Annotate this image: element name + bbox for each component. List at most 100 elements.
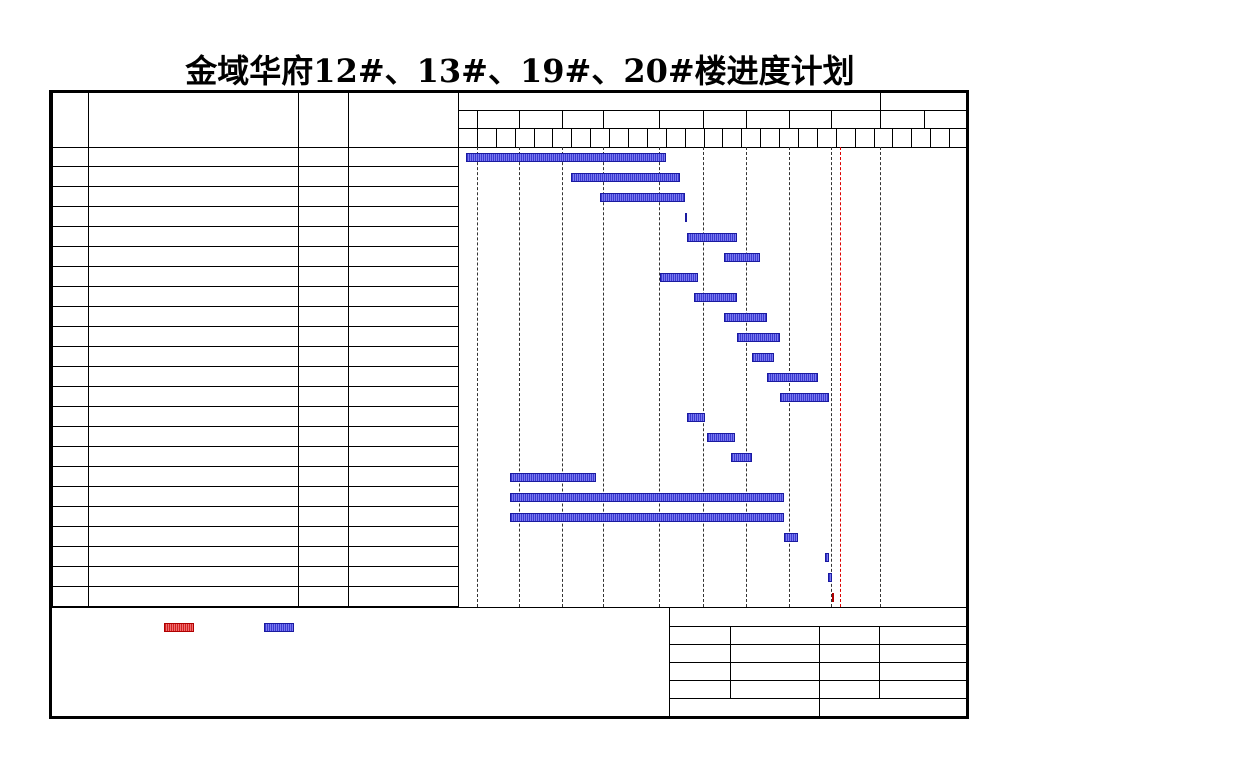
info-col-line: [730, 626, 731, 698]
day-divider: [665, 128, 667, 147]
task-bar: [731, 453, 753, 462]
task-bar: [783, 533, 799, 542]
task-bar: [723, 313, 767, 322]
month-divider: [789, 110, 790, 128]
column-divider: [348, 93, 349, 607]
task-bar: [686, 413, 706, 422]
day-divider: [722, 128, 724, 147]
header-bottom-line: [52, 147, 968, 148]
row-line: [52, 226, 458, 227]
row-line: [52, 206, 458, 207]
day-divider: [873, 128, 875, 147]
row-line: [52, 546, 458, 547]
info-line: [669, 662, 968, 663]
grid-line: [519, 147, 521, 607]
row-line: [52, 306, 458, 307]
row-line: [52, 346, 458, 347]
day-divider: [798, 128, 799, 147]
grid-line: [477, 147, 479, 607]
row-line: [52, 326, 458, 327]
year-divider: [880, 93, 881, 110]
chart-title: 金域华府12#、13#、19#、20#楼进度计划: [185, 52, 855, 90]
grid-line: [831, 147, 833, 607]
day-divider: [609, 128, 611, 147]
row-line: [52, 366, 458, 367]
month-divider: [746, 110, 747, 128]
task-bar: [694, 293, 737, 302]
day-divider: [911, 128, 913, 147]
task-bar: [686, 233, 737, 242]
day-divider: [760, 128, 762, 147]
row-line: [52, 426, 458, 427]
task-bar: [685, 213, 688, 222]
info-col-line: [819, 626, 820, 719]
task-bar: [779, 393, 830, 402]
row-line: [52, 526, 458, 527]
gantt-frame: [49, 90, 969, 719]
month-divider: [519, 110, 520, 128]
task-bar: [825, 553, 830, 562]
row-line: [52, 186, 458, 187]
legend-normal-swatch: [264, 623, 294, 632]
row-line: [52, 286, 458, 287]
day-divider: [684, 128, 686, 147]
task-bar: [571, 173, 680, 182]
day-divider: [949, 128, 951, 147]
info-line: [669, 644, 968, 645]
task-bar: [736, 333, 780, 342]
row-line: [52, 586, 458, 587]
column-divider: [298, 93, 299, 607]
month-divider: [562, 110, 563, 128]
day-divider: [552, 128, 554, 147]
finish-line: [840, 147, 842, 607]
task-bar: [827, 573, 833, 582]
task-bar: [510, 493, 784, 502]
task-bar: [752, 353, 774, 362]
grid-line: [703, 147, 705, 607]
info-line: [669, 680, 968, 681]
day-divider: [476, 128, 478, 147]
info-line: [669, 626, 968, 627]
day-divider: [835, 128, 837, 147]
grid-line: [659, 147, 661, 607]
task-bar: [832, 593, 835, 602]
day-divider: [741, 128, 743, 147]
row-line: [52, 406, 458, 407]
row-line: [52, 606, 458, 607]
grid-line: [746, 147, 748, 607]
column-divider: [458, 93, 459, 607]
row-line: [52, 446, 458, 447]
year-row-line: [458, 110, 968, 111]
month-divider: [924, 110, 925, 128]
day-divider: [571, 128, 573, 147]
day-divider: [628, 128, 629, 147]
day-divider: [930, 128, 932, 147]
day-divider: [646, 128, 648, 147]
day-divider: [533, 128, 535, 147]
row-line: [52, 166, 458, 167]
row-line: [52, 486, 458, 487]
day-divider: [514, 128, 516, 147]
row-line: [52, 466, 458, 467]
table-bottom-line: [52, 607, 968, 608]
row-line: [52, 566, 458, 567]
row-line: [52, 386, 458, 387]
info-col-line: [879, 626, 880, 698]
month-divider: [603, 110, 604, 128]
month-divider: [831, 110, 832, 128]
grid-line: [562, 147, 564, 607]
month-divider: [880, 110, 881, 128]
day-divider: [892, 128, 894, 147]
row-line: [52, 246, 458, 247]
task-bar: [723, 253, 760, 262]
month-row-line: [458, 128, 968, 129]
info-line: [669, 698, 968, 699]
task-bar: [466, 153, 666, 162]
task-bar: [510, 513, 784, 522]
day-divider: [495, 128, 497, 147]
month-divider: [703, 110, 704, 128]
row-line: [52, 266, 458, 267]
day-divider: [779, 128, 781, 147]
day-divider: [590, 128, 592, 147]
task-bar: [706, 433, 736, 442]
